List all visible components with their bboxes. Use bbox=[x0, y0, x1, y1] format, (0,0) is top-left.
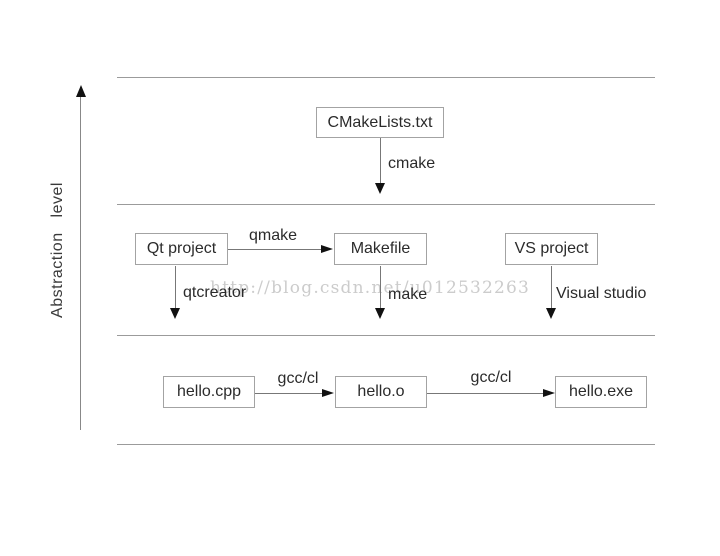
gcc-cl-arrowhead-2-icon bbox=[543, 389, 555, 397]
node-cmakelists-txt: CMakeLists.txt bbox=[316, 107, 444, 138]
qtcreator-arrow-stem bbox=[175, 266, 176, 308]
axis-label: Abstraction level bbox=[49, 182, 66, 318]
visual-studio-edge-label: Visual studio bbox=[556, 285, 647, 302]
make-edge-label: make bbox=[388, 286, 428, 303]
node-label: VS project bbox=[514, 240, 589, 257]
qmake-arrowhead-icon bbox=[321, 245, 333, 253]
qmake-arrow-stem bbox=[228, 249, 322, 250]
make-arrow-stem bbox=[380, 266, 381, 308]
node-hello-o: hello.o bbox=[335, 376, 427, 408]
node-hello-exe: hello.exe bbox=[555, 376, 647, 408]
node-makefile: Makefile bbox=[334, 233, 427, 265]
qmake-edge-label: qmake bbox=[248, 227, 298, 244]
qtcreator-edge-label: qtcreator bbox=[183, 284, 247, 301]
visual-studio-arrow-stem bbox=[551, 266, 552, 308]
axis-line bbox=[80, 96, 81, 430]
node-label: hello.exe bbox=[568, 383, 634, 400]
gcc-cl-edge-label-2: gcc/cl bbox=[470, 369, 512, 386]
node-label: CMakeLists.txt bbox=[327, 113, 433, 131]
watermark-text: http://blog.csdn.net/u012532263 bbox=[210, 278, 531, 298]
node-label: hello.o bbox=[357, 383, 405, 400]
gcc-cl-arrowhead-1-icon bbox=[322, 389, 334, 397]
level-divider-2 bbox=[117, 204, 655, 205]
axis-arrowhead-up-icon bbox=[76, 85, 86, 97]
node-label: Qt project bbox=[146, 240, 217, 257]
node-vs-project: VS project bbox=[505, 233, 598, 265]
node-hello-cpp: hello.cpp bbox=[163, 376, 255, 408]
qtcreator-arrowhead-icon bbox=[170, 308, 180, 319]
level-divider-1 bbox=[117, 77, 655, 78]
node-label: Makefile bbox=[350, 240, 411, 257]
visual-studio-arrowhead-icon bbox=[546, 308, 556, 319]
make-arrowhead-icon bbox=[375, 308, 385, 319]
level-divider-3 bbox=[117, 335, 655, 336]
node-qt-project: Qt project bbox=[135, 233, 228, 265]
node-label: hello.cpp bbox=[176, 383, 242, 400]
cmake-edge-label: cmake bbox=[388, 155, 436, 172]
gcc-cl-arrow-2-stem bbox=[427, 393, 543, 394]
cmake-arrow-stem bbox=[380, 138, 381, 183]
gcc-cl-edge-label-1: gcc/cl bbox=[277, 370, 319, 387]
gcc-cl-arrow-1-stem bbox=[255, 393, 322, 394]
cmake-arrowhead-icon bbox=[375, 183, 385, 194]
level-divider-4 bbox=[117, 444, 655, 445]
